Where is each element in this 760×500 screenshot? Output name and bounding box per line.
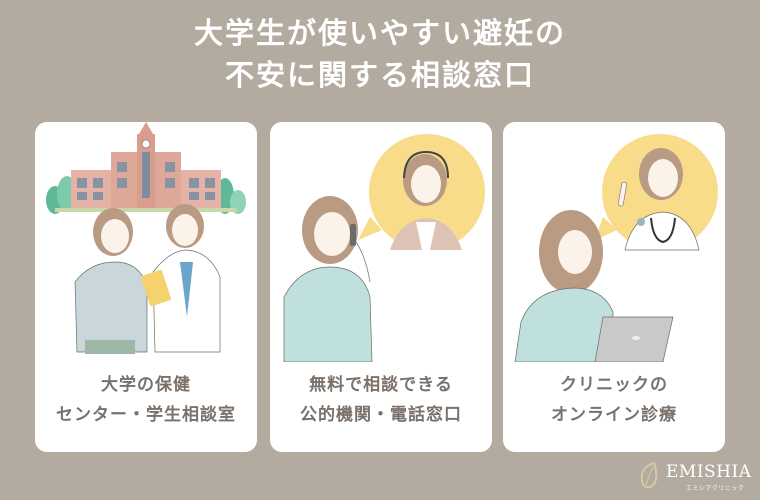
title-line-1: 大学生が使いやすい避妊の	[193, 16, 566, 50]
page-title: 大学生が使いやすい避妊の 不安に関する相談窓口	[0, 12, 760, 96]
title-line-2: 不安に関する相談窓口	[224, 58, 535, 92]
emishia-logo: EMISHIA エミシアクリニック	[638, 459, 758, 495]
card-public-phone-consultation: 無料で相談できる 公的機関・電話窓口	[270, 122, 492, 452]
card-clinic-online-consultation: クリニックの オンライン診療	[503, 122, 725, 452]
leaf-logo-icon	[640, 461, 658, 489]
university-illustration	[46, 122, 246, 354]
logo-name: EMISHIA	[666, 462, 752, 482]
card-label: 大学の保健 センター・学生相談室	[56, 375, 236, 425]
online-consultation-illustration	[514, 134, 718, 362]
card-label: 無料で相談できる 公的機関・電話窓口	[300, 375, 462, 425]
logo-subtitle: エミシアクリニック	[686, 485, 745, 492]
card-label: クリニックの オンライン診療	[551, 375, 677, 425]
card-university-health-center: 大学の保健 センター・学生相談室	[35, 122, 257, 452]
phone-consultation-illustration	[283, 134, 485, 362]
